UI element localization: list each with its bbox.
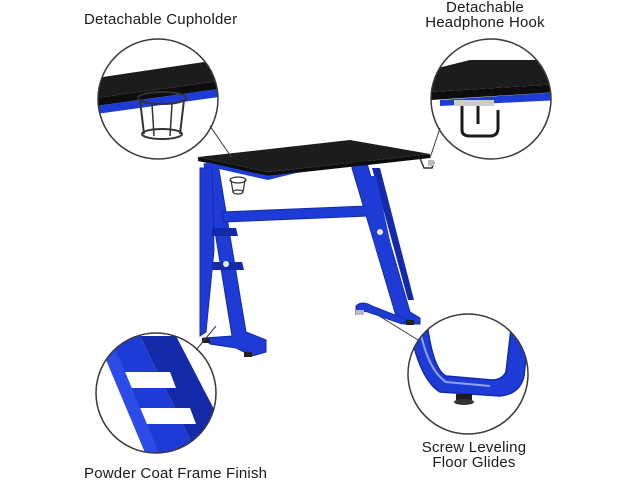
- left-leg-rear: [199, 167, 215, 337]
- headphone-hook-label-line1: Detachable: [446, 0, 524, 16]
- stretcher-bar: [221, 205, 369, 223]
- cupholder-detail: [97, 38, 233, 160]
- floor-glides-label: Screw Leveling Floor Glides: [414, 440, 534, 470]
- right-leg-panel: [358, 176, 392, 250]
- left-foot-glide: [202, 338, 210, 343]
- right-rear-glide: [356, 310, 364, 315]
- left-leg-bolt: [223, 261, 229, 267]
- desktop-top: [198, 140, 430, 172]
- cupholder-label: Detachable Cupholder: [84, 11, 238, 28]
- floor-glides-label-line1: Screw Leveling: [421, 439, 527, 456]
- right-leg-inner: [372, 168, 414, 300]
- desk-headphone-hook: [419, 157, 435, 169]
- frame-finish-detail: [95, 325, 217, 454]
- desktop-blue-trim: [206, 162, 300, 180]
- headphone-hook-detail: [429, 38, 552, 160]
- right-foot-glide: [406, 320, 414, 325]
- headphone-hook-label-line2: Headphone Hook: [425, 14, 545, 31]
- gaming-desk: [198, 140, 435, 357]
- desk-cupholder: [229, 176, 247, 195]
- right-leg-bolt: [377, 229, 383, 235]
- headphone-hook-label: Detachable Headphone Hook: [420, 0, 550, 30]
- floor-glides-detail: [375, 313, 529, 435]
- left-front-glide: [244, 352, 252, 357]
- floor-glides-label-line2: Floor Glides: [432, 454, 516, 471]
- frame-finish-label: Powder Coat Frame Finish: [84, 465, 268, 482]
- desktop-edge: [198, 154, 430, 176]
- left-leg-crossbar: [212, 228, 238, 236]
